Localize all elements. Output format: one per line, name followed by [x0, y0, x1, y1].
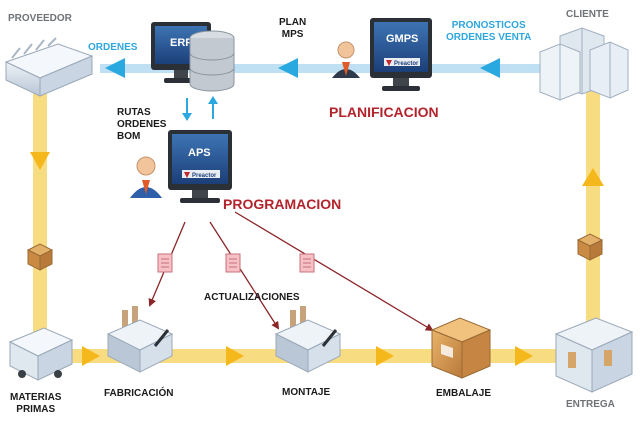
aps-monitor-label: APS	[188, 147, 211, 159]
erp-aps-exchange-arrows	[182, 96, 218, 121]
flow-arrow-right-2	[226, 346, 244, 366]
embalaje-label: EMBALAJE	[436, 388, 492, 399]
montaje-label: MONTAJE	[282, 387, 331, 398]
materias-line: MATERIAS	[10, 392, 62, 403]
bom-line: BOM	[117, 131, 141, 142]
erp-monitor-label: ERP	[170, 37, 193, 49]
mps-label: MPS	[281, 29, 304, 40]
ordenes-line: ORDENES	[117, 119, 167, 130]
info-arrow-2	[278, 58, 298, 78]
rutas-ordenes-bom-label: RUTAS ORDENES BOM	[117, 107, 166, 143]
database-icon	[189, 30, 235, 92]
ordenes-venta-line: ORDENES VENTA	[446, 32, 532, 43]
pronosticos-label: PRONOSTICOS ORDENES VENTA	[446, 20, 531, 44]
planner-person-icon	[332, 41, 360, 78]
primas-line: PRIMAS	[16, 404, 56, 415]
materias-primas-label: MATERIAS PRIMAS	[10, 392, 61, 416]
document-icon-3	[299, 253, 315, 273]
plan-mps-label: PLAN MPS	[279, 17, 306, 41]
info-arrow-3	[480, 58, 500, 78]
delivery-warehouse-icon	[554, 317, 634, 393]
rutas-line: RUTAS	[117, 107, 151, 118]
gmps-brand-label: Preactor	[394, 61, 419, 67]
aps-brand-label: Preactor	[192, 173, 217, 179]
flow-arrow-down	[30, 152, 50, 170]
proveedor-label: PROVEEDOR	[8, 13, 72, 24]
cliente-label: CLIENTE	[566, 9, 609, 20]
plan-label: PLAN	[279, 17, 307, 28]
document-icon-1	[157, 253, 173, 273]
aps-monitor-icon	[168, 130, 232, 203]
warehouse-building-icon	[4, 37, 94, 97]
flow-arrow-up	[582, 168, 604, 186]
planificacion-label: PLANIFICACION	[329, 104, 439, 120]
gmps-monitor-label: GMPS	[386, 33, 418, 45]
factory-fabricacion-icon	[106, 306, 174, 373]
programacion-label: PROGRAMACION	[223, 196, 342, 212]
fabricacion-label: FABRICACIÓN	[104, 388, 174, 399]
flow-arrow-right-4	[515, 346, 533, 366]
flow-arrow-right-3	[376, 346, 394, 366]
document-icon-2	[225, 253, 241, 273]
parcel-right-icon	[576, 233, 604, 261]
gmps-monitor-icon	[370, 18, 432, 91]
client-buildings-icon	[539, 27, 629, 101]
truck-icon	[8, 327, 74, 381]
flow-arrow-right-1	[82, 346, 100, 366]
information-flow-path	[100, 64, 570, 73]
factory-montaje-icon	[274, 306, 342, 373]
entrega-label: ENTREGA	[566, 399, 615, 410]
pronosticos-line: PRONOSTICOS	[451, 20, 526, 31]
scheduler-person-icon	[130, 156, 162, 198]
ordenes-label: ORDENES	[88, 42, 138, 53]
info-arrow-1	[105, 58, 125, 78]
package-box-icon	[430, 317, 492, 379]
actualizaciones-label: ACTUALIZACIONES	[204, 292, 300, 303]
parcel-left-icon	[26, 243, 54, 271]
